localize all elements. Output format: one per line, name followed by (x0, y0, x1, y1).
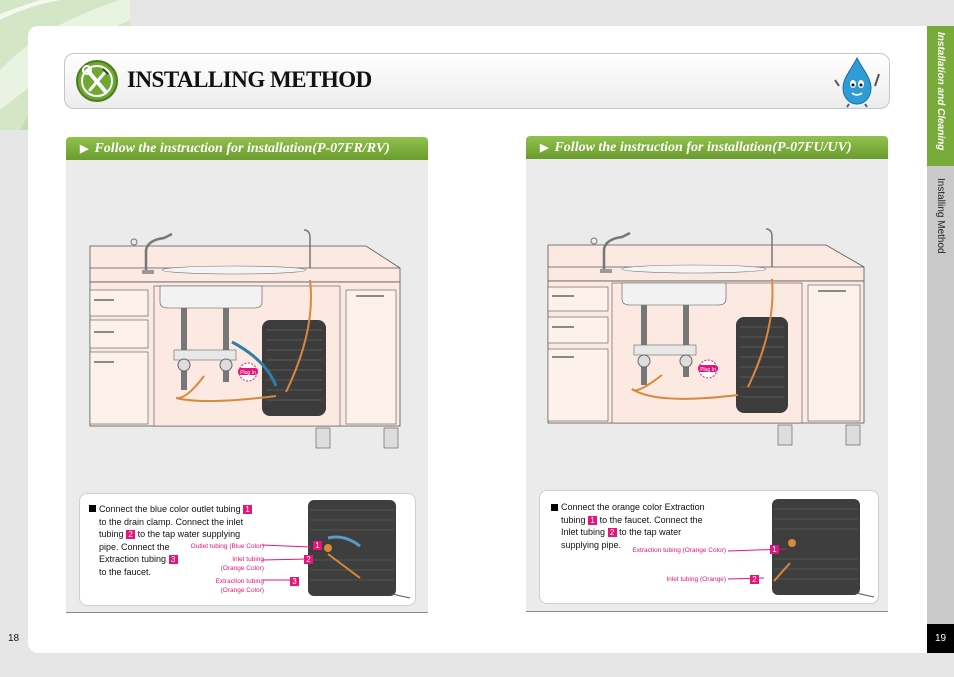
callout-text-left: Connect the blue color outlet tubing 1 t… (99, 503, 269, 578)
bullet-square-icon (551, 504, 558, 511)
callout-text-right: Connect the orange color Extraction tubi… (561, 502, 705, 550)
section-heading-left: ▶ Follow the instruction for installatio… (66, 137, 428, 160)
side-tab-section-block (927, 26, 954, 166)
marker-label-extraction-tubing-right: Extraction tubing (Orange Color) (632, 547, 726, 554)
marker-number-2-right: 2 (750, 575, 759, 584)
marker-label-extraction-tubing: Extraction tubing (Orange Color) (215, 578, 264, 594)
plug-in-label-right: Plug In (700, 367, 716, 373)
side-tab-section-label: Installation and Cleaning (935, 32, 946, 151)
side-tab: Installation and Cleaning Installing Met… (927, 26, 954, 624)
bullet-square-icon (89, 505, 96, 512)
section-heading-right-text: Follow the instruction for installation(… (554, 139, 852, 155)
water-drop-mascot-icon (834, 56, 880, 108)
plug-in-label-left: Plug In (240, 370, 256, 376)
section-heading-right: ▶ Follow the instruction for installatio… (526, 136, 888, 159)
tools-icon (76, 60, 118, 102)
sink-installation-diagram-left: Plug In (89, 229, 401, 449)
marker-number-2-left: 2 (304, 555, 313, 564)
page-title: INSTALLING METHOD (127, 67, 372, 92)
callout-leader-lines-right (728, 548, 787, 580)
marker-number-1-left: 1 (313, 541, 322, 550)
connection-closeup-left (308, 500, 411, 599)
title-banner: INSTALLING METHOD (64, 53, 890, 109)
sink-installation-diagram-right: Plug In (547, 228, 865, 446)
side-tab-subsection-label: Installing Method (935, 178, 946, 254)
page-number-left: 18 (8, 633, 20, 644)
marker-label-inlet-tubing-right: Inlet tubing (Orange) (666, 576, 726, 583)
page-number-right: 19 (927, 624, 954, 653)
marker-number-3-left: 3 (290, 577, 299, 586)
marker-label-outlet-tubing: Outlet tubing (Blue Color) (190, 543, 264, 550)
callout-leader-lines-left (262, 544, 311, 581)
play-arrow-icon: ▶ (540, 142, 549, 154)
marker-label-inlet-tubing: Inlet tubing (Orange Color) (220, 556, 264, 572)
connection-closeup-right (772, 499, 875, 598)
section-heading-left-text: Follow the instruction for installation(… (94, 140, 390, 156)
play-arrow-icon: ▶ (80, 143, 89, 155)
marker-number-1-right: 1 (770, 545, 779, 554)
